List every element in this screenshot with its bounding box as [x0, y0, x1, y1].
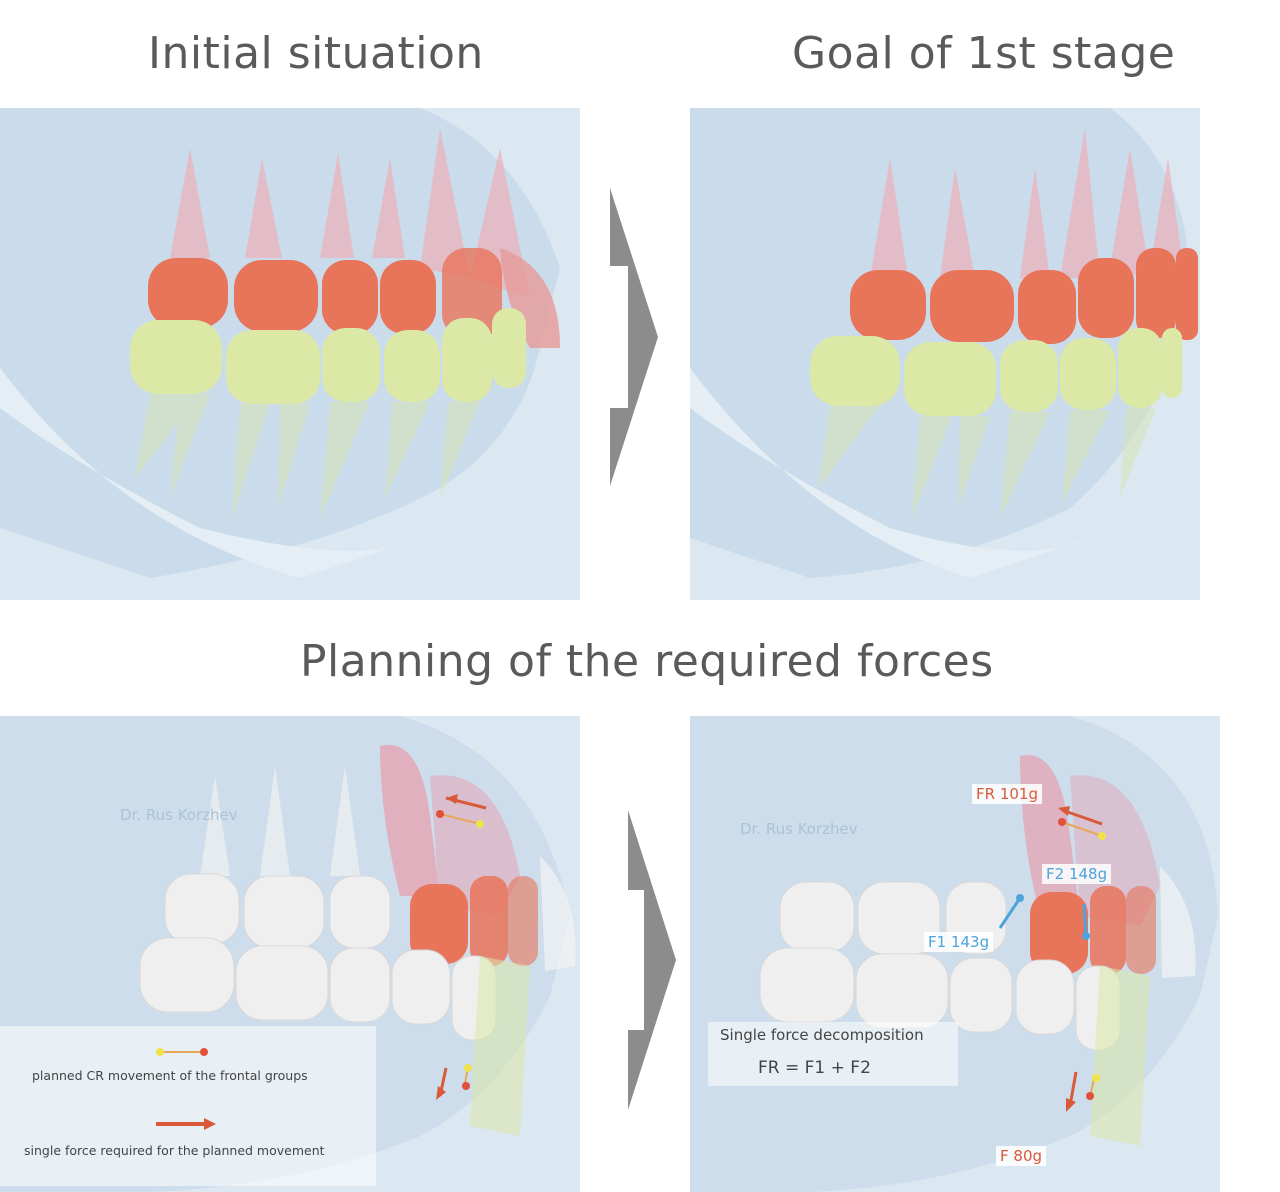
legend-cr-movement: planned CR movement of the frontal group… — [32, 1068, 308, 1083]
legend-symbols — [156, 1048, 216, 1130]
transition-arrow-top — [610, 188, 658, 486]
decomposition-heading: Single force decomposition — [720, 1026, 924, 1044]
panel-force-planning-left: Dr. Rus Korzhev planned CR movement of t… — [0, 716, 580, 1192]
legend-box: planned CR movement of the frontal group… — [0, 1026, 376, 1186]
single-force-arrowhead — [204, 1118, 216, 1130]
panel-force-planning-right: Dr. Rus Korzhev FR 101g F2 148g F1 143g … — [690, 716, 1220, 1192]
watermark-author-right: Dr. Rus Korzhev — [740, 820, 858, 838]
jaw-illustration-goal — [690, 108, 1200, 600]
force-label-f1: F1 143g — [924, 932, 994, 952]
title-goal-1st-stage: Goal of 1st stage — [792, 28, 1176, 79]
force-label-fr: FR 101g — [972, 784, 1042, 804]
title-initial-situation: Initial situation — [148, 28, 484, 79]
cr-end-marker — [200, 1048, 208, 1056]
force-label-f2: F2 148g — [1042, 864, 1112, 884]
title-planning-forces: Planning of the required forces — [300, 636, 994, 687]
panel-initial-situation — [0, 108, 580, 600]
watermark-author: Dr. Rus Korzhev — [120, 806, 238, 824]
jaw-illustration-planning-right — [690, 716, 1220, 1192]
decomposition-box: Single force decomposition FR = F1 + F2 — [708, 1022, 958, 1086]
cr-start-marker — [156, 1048, 164, 1056]
legend-single-force: single force required for the planned mo… — [24, 1143, 325, 1158]
transition-arrow-bottom — [628, 810, 676, 1110]
jaw-illustration-initial — [0, 108, 580, 600]
force-label-f: F 80g — [996, 1146, 1047, 1166]
panel-goal-1st-stage — [690, 108, 1200, 600]
decomposition-formula: FR = F1 + F2 — [758, 1058, 871, 1078]
